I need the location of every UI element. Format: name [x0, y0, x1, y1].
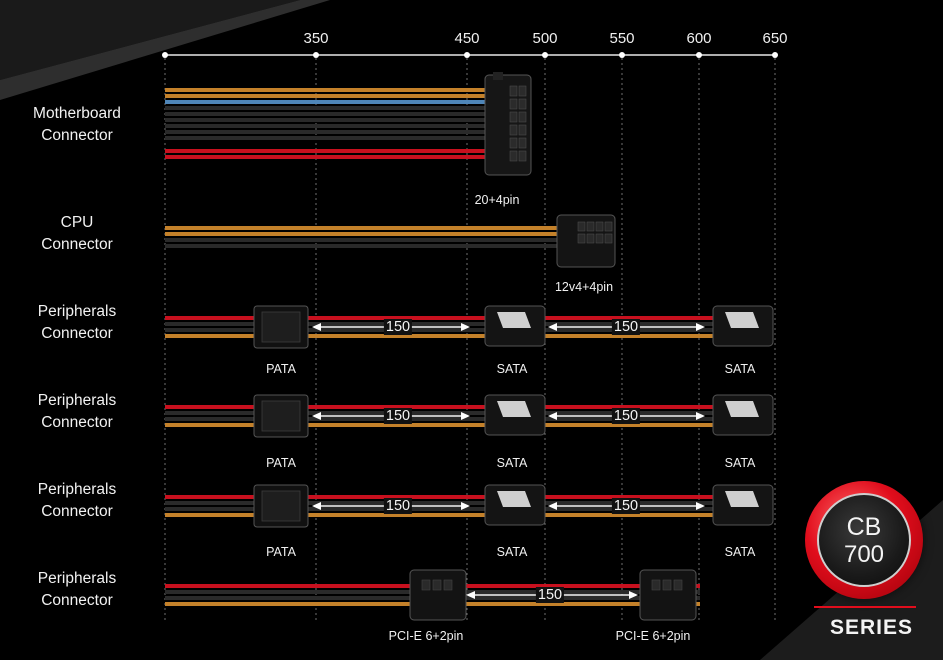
motherboard-connector-pin — [509, 124, 518, 136]
motherboard-connector-pin — [509, 111, 518, 123]
periph-row2-sata-clip — [497, 401, 531, 417]
distance-label-r3-b: 150 — [611, 319, 641, 335]
distance-label-r4-b: 150 — [611, 408, 641, 424]
periph-row2-sata-clip — [725, 401, 759, 417]
pcie-connector-pin — [443, 579, 453, 591]
pcie-connector-pin — [432, 579, 442, 591]
label-pcie-b: PCI-E 6+2pin — [615, 629, 691, 643]
pcie-connector-pin — [421, 579, 431, 591]
motherboard-connector-pin — [509, 98, 518, 110]
periph-row3-sata-clip — [725, 491, 759, 507]
label-sata-row5-a: SATA — [496, 545, 528, 559]
distance-label-r4-a: 150 — [383, 408, 413, 424]
label-pata-row5: PATA — [266, 545, 296, 559]
periph-row2-pata-face — [261, 400, 301, 432]
periph-row3-sata-clip — [497, 491, 531, 507]
label-20-4pin: 20+4pin — [474, 193, 520, 207]
logo-inner-disc: CB 700 — [817, 493, 911, 587]
label-sata-row4-a: SATA — [496, 456, 528, 470]
periph-row3-arrow-b-head-left — [548, 502, 557, 510]
motherboard-connector-latch — [493, 72, 503, 80]
logo-cb-text: CB — [846, 513, 882, 541]
distance-label-r3-a: 150 — [383, 319, 413, 335]
periph-row2-arrow-a-head-right — [461, 412, 470, 420]
axis-tick-dot — [619, 52, 625, 58]
periph-row3-pata-face — [261, 490, 301, 522]
pcie-connector-pin — [673, 579, 683, 591]
cpu-connector-pin — [586, 221, 595, 232]
motherboard-connector-pin — [509, 150, 518, 162]
axis-tick-dot — [464, 52, 470, 58]
pcie-connector-pin — [662, 579, 672, 591]
periph-row2-arrow-a-head-left — [312, 412, 321, 420]
periph-row2-arrow-b-head-left — [548, 412, 557, 420]
label-pcie-a: PCI-E 6+2pin — [388, 629, 464, 643]
periph-row1-arrow-a-head-right — [461, 323, 470, 331]
label-sata-row4-b: SATA — [724, 456, 756, 470]
motherboard-connector-pin — [518, 98, 527, 110]
motherboard-connector-pin — [518, 137, 527, 149]
logo-divider — [814, 606, 916, 608]
pcie-connector — [409, 569, 467, 621]
distance-label-r5-a: 150 — [383, 498, 413, 514]
pcie-connector — [639, 569, 697, 621]
periph-row1-sata-clip — [497, 312, 531, 328]
cpu-connector-pin — [595, 233, 604, 244]
motherboard-connector-pin — [509, 85, 518, 97]
motherboard-connector-pin — [509, 137, 518, 149]
motherboard-connector-pin — [518, 150, 527, 162]
logo-model-text: 700 — [843, 541, 885, 568]
cpu-connector-pin — [595, 221, 604, 232]
label-sata-row3-b: SATA — [724, 362, 756, 376]
axis-tick-dot — [772, 52, 778, 58]
periph-row3-arrow-a-head-left — [312, 502, 321, 510]
axis-tick-dot — [542, 52, 548, 58]
axis-tick-dot — [313, 52, 319, 58]
label-sata-row3-a: SATA — [496, 362, 528, 376]
axis-tick-dot — [162, 52, 168, 58]
periph-row1-pata-face — [261, 311, 301, 343]
tick-label-500: 500 — [532, 30, 558, 47]
tick-label-350: 350 — [303, 30, 329, 47]
pcie-arrow-head-right — [629, 591, 638, 599]
motherboard-connector-pin — [518, 111, 527, 123]
periph-row1-arrow-b-head-left — [548, 323, 557, 331]
periph-row1-arrow-a-head-left — [312, 323, 321, 331]
periph-row1-sata-clip — [725, 312, 759, 328]
pcie-connector-pin — [651, 579, 661, 591]
logo-series-text: SERIES — [830, 616, 914, 639]
cpu-connector-pin — [577, 221, 586, 232]
cpu-connector-pin — [604, 233, 613, 244]
label-pata-row4: PATA — [266, 456, 296, 470]
tick-label-450: 450 — [454, 30, 480, 47]
label-12v4-4pin: 12v4+4pin — [554, 280, 614, 294]
distance-label-r5-b: 150 — [611, 498, 641, 514]
periph-row3-arrow-b-head-right — [696, 502, 705, 510]
motherboard-connector-pin — [518, 124, 527, 136]
cpu-connector-pin — [577, 233, 586, 244]
pcie-arrow-head-left — [466, 591, 475, 599]
cb700-logo-badge: CB 700 — [805, 481, 923, 599]
periph-row1-arrow-b-head-right — [696, 323, 705, 331]
tick-label-550: 550 — [609, 30, 635, 47]
tick-label-650: 650 — [762, 30, 788, 47]
cpu-connector-pin — [604, 221, 613, 232]
tick-label-600: 600 — [686, 30, 712, 47]
label-sata-row5-b: SATA — [724, 545, 756, 559]
periph-row2-arrow-b-head-right — [696, 412, 705, 420]
axis-tick-dot — [696, 52, 702, 58]
distance-label-r6: 150 — [535, 587, 565, 603]
cpu-connector-pin — [586, 233, 595, 244]
label-pata-row3: PATA — [266, 362, 296, 376]
motherboard-connector-pin — [518, 85, 527, 97]
periph-row3-arrow-a-head-right — [461, 502, 470, 510]
